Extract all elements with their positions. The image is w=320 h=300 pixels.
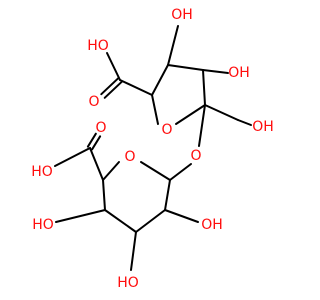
bond <box>164 209 199 223</box>
bond <box>102 179 106 211</box>
bond <box>237 119 252 126</box>
bond <box>169 163 192 181</box>
atom-labels: HO O OH OH O OH O O HO O HO OH HO <box>31 7 274 291</box>
bond <box>204 104 239 121</box>
bond <box>167 25 179 66</box>
hydroxyl-label: HO <box>31 164 53 180</box>
ring-oxygen-label: O <box>124 149 135 165</box>
double-bond <box>86 132 97 148</box>
double-bond <box>91 135 102 151</box>
bond <box>135 209 166 233</box>
bond <box>106 52 121 81</box>
bond <box>104 209 137 233</box>
carbonyl-oxygen-label: O <box>95 120 106 136</box>
molecule-canvas: HO O OH OH O OH O O HO O HO OH HO <box>31 7 274 291</box>
hydroxyl-label: OH <box>171 7 193 23</box>
hydroxyl-label: HO <box>32 217 54 233</box>
bond <box>198 104 206 147</box>
bond <box>119 79 153 96</box>
bonds <box>54 25 252 271</box>
bond <box>55 209 106 223</box>
bond <box>151 64 169 96</box>
carbonyl-oxygen-label: O <box>88 94 99 110</box>
ring-oxygen-label: O <box>161 122 172 138</box>
hydroxyl-label: HO <box>87 38 109 54</box>
bond <box>175 104 206 125</box>
bond <box>54 147 91 167</box>
hydroxyl-label: OH <box>252 119 274 135</box>
hydroxyl-label: OH <box>201 217 223 233</box>
ether-oxygen-label: O <box>190 148 201 164</box>
bond <box>202 69 206 106</box>
bond <box>202 69 229 74</box>
bond <box>167 64 204 71</box>
double-bond <box>100 77 120 96</box>
bond <box>151 94 159 125</box>
hydroxyl-label: HO <box>117 275 139 291</box>
bond <box>164 179 171 211</box>
structure-diagram: HO O OH OH O OH O O HO O HO OH HO <box>31 7 274 291</box>
double-bond <box>103 80 123 99</box>
bond <box>130 231 137 271</box>
bond <box>140 161 171 181</box>
bond <box>102 161 120 181</box>
hydroxyl-label: OH <box>228 65 250 81</box>
bond <box>89 147 104 181</box>
